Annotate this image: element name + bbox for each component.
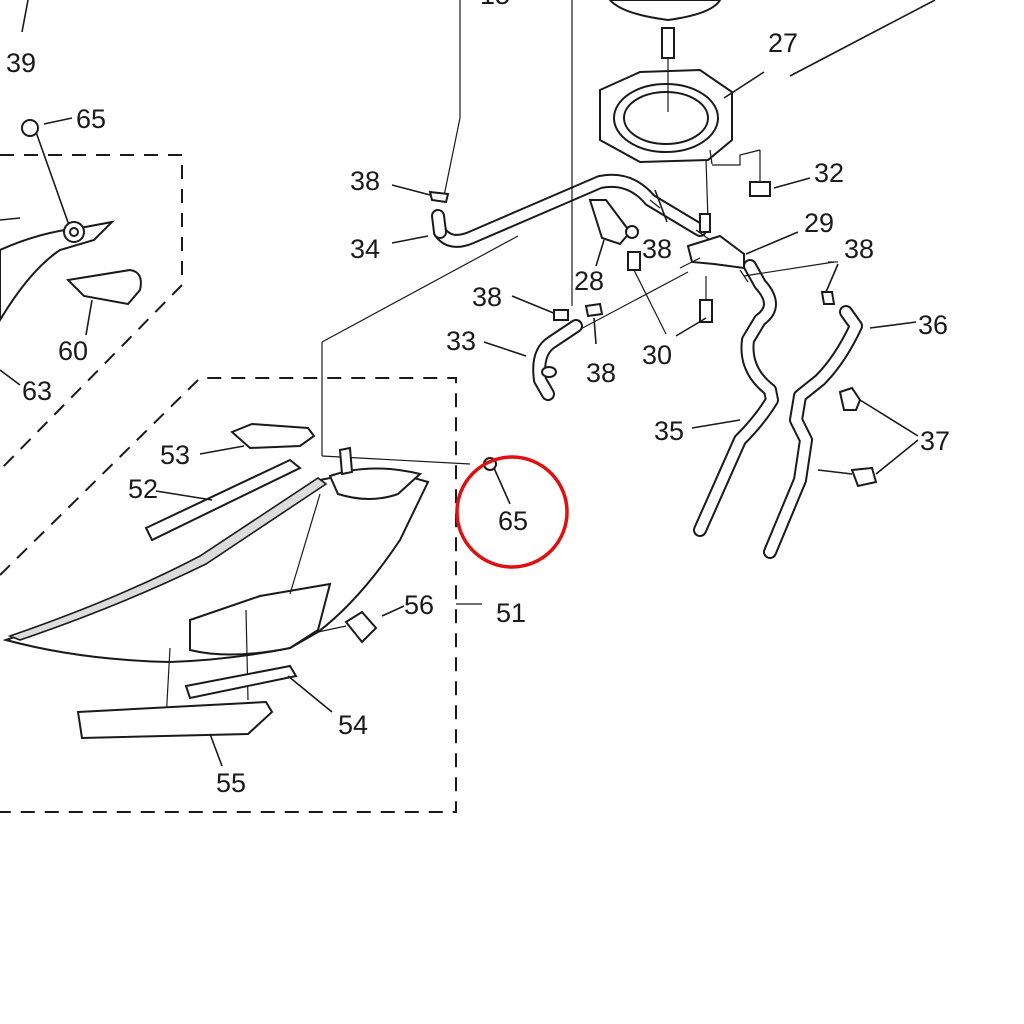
label-65-top: 65 <box>76 104 106 134</box>
label-65-circled: 65 <box>498 506 528 536</box>
label-27: 27 <box>768 28 798 58</box>
label-33: 33 <box>446 326 476 356</box>
label-35: 35 <box>654 416 684 446</box>
clamps-37 <box>817 386 919 488</box>
label-56: 56 <box>404 590 434 620</box>
label-51: 51 <box>496 598 526 628</box>
label-38-c: 38 <box>844 234 874 264</box>
label-28: 28 <box>574 266 604 296</box>
hose-33 <box>483 319 583 401</box>
fuel-pump-flange <box>599 0 936 221</box>
highlight-circle <box>455 455 569 569</box>
label-29: 29 <box>804 208 834 238</box>
label-63: 63 <box>22 376 52 406</box>
label-52: 52 <box>128 474 158 504</box>
bolt-65 <box>483 457 511 505</box>
label-38-e: 38 <box>472 282 502 312</box>
label-38-b: 38 <box>642 234 672 264</box>
label-53: 53 <box>160 440 190 470</box>
label-39: 39 <box>6 48 36 78</box>
label-34: 34 <box>350 234 380 264</box>
label-37: 37 <box>920 426 950 456</box>
part-labels: 39 15 27 65 38 32 34 29 38 38 28 60 38 3… <box>6 0 950 798</box>
label-32: 32 <box>814 158 844 188</box>
side-cover-body <box>2 446 430 721</box>
label-30: 30 <box>642 340 672 370</box>
label-38-a: 38 <box>350 166 380 196</box>
hose-36 <box>763 261 917 559</box>
label-15: 15 <box>480 0 510 10</box>
label-36: 36 <box>918 310 948 340</box>
label-55: 55 <box>216 768 246 798</box>
hose-35 <box>691 259 835 537</box>
label-60: 60 <box>58 336 88 366</box>
parts-52-53 <box>144 422 316 542</box>
label-38-f: 38 <box>586 358 616 388</box>
label-54: 54 <box>338 710 368 740</box>
upper-left-assembly <box>0 0 183 471</box>
parts-54-55-56 <box>76 605 405 767</box>
hose-34 <box>391 0 707 306</box>
